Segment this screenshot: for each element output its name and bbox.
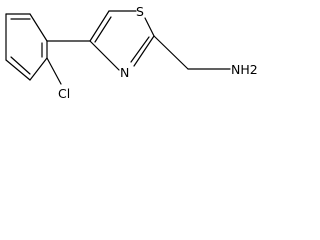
bond-ring-double-2 [10, 56, 31, 75]
bond-ring-a [29, 13, 48, 42]
chlorine-atom-label: Cl [58, 86, 70, 101]
chemical-structure: S N Cl NH2 [5, 4, 258, 101]
bond-ring-d [5, 59, 31, 81]
bond-ring-e [29, 57, 48, 81]
bond-c2-n-double [130, 36, 150, 63]
bond-c-cl [46, 57, 62, 85]
bond-c2-ch2 [153, 35, 189, 70]
nitrogen-atom-label: N [120, 65, 129, 80]
bond-c4-c5 [89, 10, 110, 42]
sulfur-atom-label: S [136, 4, 144, 19]
bond-c2-n [133, 35, 155, 67]
bond-n-c4 [89, 40, 120, 71]
bond-s-c2 [144, 17, 155, 37]
bond-c4-c5-double [94, 16, 112, 43]
amine-group-label: NH2 [231, 62, 258, 77]
benzene-ring [5, 13, 48, 81]
thiazole-ring [89, 10, 155, 71]
